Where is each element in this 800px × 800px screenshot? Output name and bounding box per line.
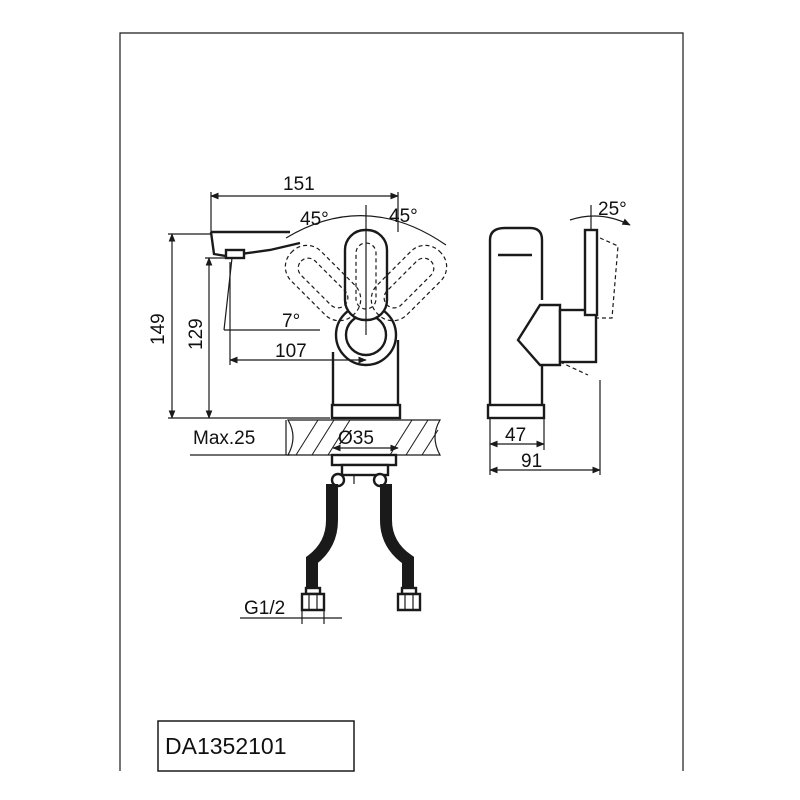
mounting-nut [330,453,398,488]
dim-149-label: 149 [148,313,169,345]
dim-thread-label: G1/2 [244,598,285,619]
dim-91-label: 91 [521,451,542,472]
dim-angle-left-label: 45° [300,209,329,230]
dim-angle-right-label: 45° [389,206,418,227]
dimension-lines [168,192,631,624]
drawing-frame [119,32,684,771]
dim-angle-handle-label: 25° [598,199,627,220]
dim-47-label: 47 [505,425,526,446]
dim-angle-spout-label: 7° [282,311,300,332]
dim-129-label: 129 [186,318,207,350]
dim-151-label: 151 [283,174,315,195]
model-number-box [157,720,355,772]
faucet-front-view [209,205,448,420]
supply-hoses [300,484,422,612]
model-number: DA1352101 [165,733,287,759]
dim-hole-diameter-label: Ø35 [338,428,374,449]
dim-107-label: 107 [275,341,307,362]
dim-max-thickness-label: Max.25 [193,428,255,449]
faucet-side-view [486,226,619,420]
